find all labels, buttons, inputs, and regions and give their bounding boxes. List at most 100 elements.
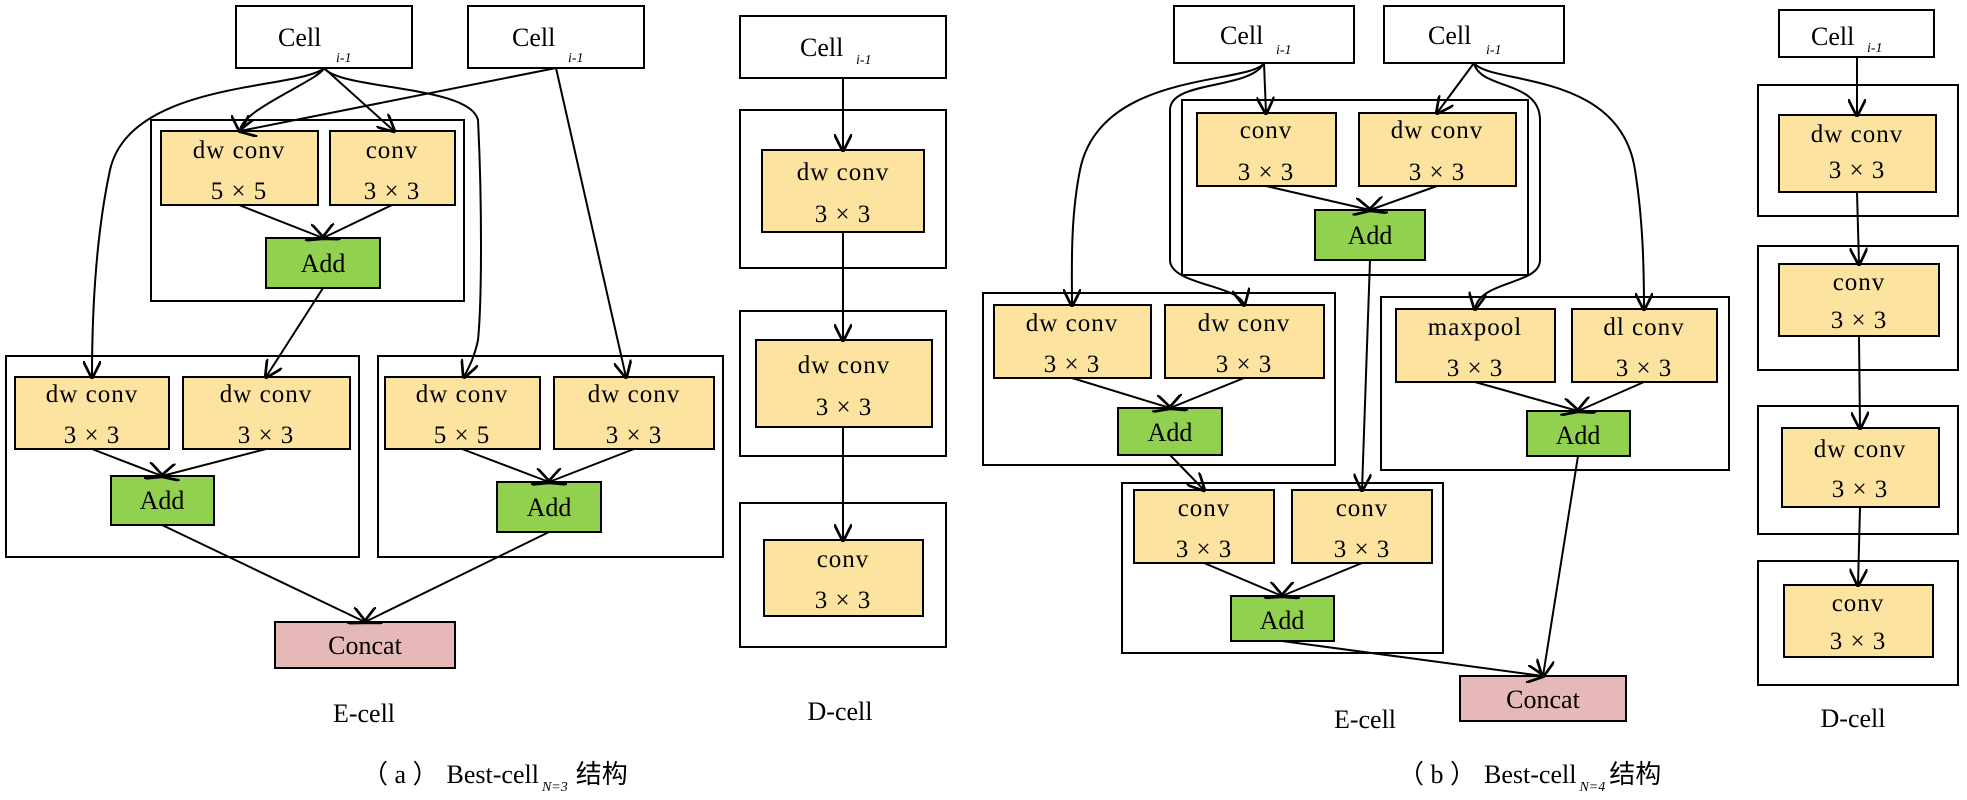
- cell-label: Cell: [1811, 22, 1854, 51]
- op-box: [1778, 263, 1940, 337]
- op-box: [384, 376, 541, 450]
- op-label: dw conv: [1391, 117, 1483, 144]
- op-label: dw conv: [193, 137, 285, 164]
- op-kernel: 3 × 3: [1830, 628, 1887, 655]
- cell-input-a1: Cell i-1: [235, 5, 413, 69]
- concat-label: Concat: [328, 631, 402, 660]
- cell-label: Cell: [278, 23, 321, 52]
- op-kernel: 3 × 3: [64, 422, 121, 449]
- op-box: [763, 539, 924, 617]
- op-box: [553, 376, 715, 450]
- op-kernel: 3 × 3: [815, 201, 872, 228]
- cell-input-b2: Cell i-1: [1383, 5, 1565, 64]
- op-box: [993, 304, 1152, 379]
- op-group: [150, 119, 465, 302]
- op-label: dw conv: [1814, 436, 1906, 463]
- cell-subscript: i-1: [1276, 43, 1292, 58]
- cell-label: Cell: [1428, 21, 1471, 50]
- concat-label: Concat: [1506, 685, 1580, 714]
- op-group: [1121, 482, 1444, 654]
- op-label: dw conv: [1811, 121, 1903, 148]
- ecell-b-label: E-cell: [1334, 705, 1396, 734]
- op-label: maxpool: [1428, 314, 1523, 341]
- op-group: [1380, 296, 1730, 471]
- op-label: dw conv: [416, 381, 508, 408]
- op-label: dw conv: [1026, 310, 1118, 337]
- op-group: [1181, 99, 1529, 276]
- op-kernel: 3 × 3: [1829, 157, 1886, 184]
- op-label: conv: [817, 546, 870, 573]
- add-label: Add: [1148, 418, 1193, 447]
- op-label: dw conv: [797, 159, 889, 186]
- ecell-b: Cell i-1 Cell i-1 conv 3 × 3 dw conv 3 ×…: [982, 5, 1730, 734]
- add-node: [110, 475, 215, 526]
- op-label: dw conv: [1198, 310, 1290, 337]
- op-box: [1291, 489, 1433, 564]
- cell-input: [739, 15, 947, 79]
- op-kernel: 3 × 3: [1238, 159, 1295, 186]
- dcell-b-label: D-cell: [1821, 704, 1886, 733]
- op-box: [755, 339, 933, 428]
- edges-ecell-a: [92, 67, 635, 622]
- ecell-a: Cell i-1 Cell i-1 dw conv 5 × 5 conv 3 ×…: [5, 5, 724, 728]
- op-kernel: 3 × 3: [364, 178, 421, 205]
- op-label: dw conv: [46, 381, 138, 408]
- op-box: [1358, 112, 1517, 187]
- op-box: [329, 130, 456, 206]
- op-group: [5, 355, 360, 558]
- op-label: dw conv: [798, 352, 890, 379]
- add-label: Add: [1260, 606, 1305, 635]
- add-label: Add: [140, 486, 185, 515]
- cell-input-a2: Cell i-1: [467, 5, 645, 69]
- cell-label: Cell: [512, 23, 555, 52]
- op-group: [982, 292, 1336, 466]
- op-group: [377, 355, 724, 558]
- op-box: [1571, 308, 1718, 383]
- op-kernel: 3 × 3: [816, 394, 873, 421]
- cell-subscript: i-1: [568, 51, 584, 66]
- op-box: [1133, 489, 1275, 564]
- op-kernel: 3 × 3: [1447, 355, 1504, 382]
- op-kernel: 3 × 3: [815, 587, 872, 614]
- op-label: conv: [1178, 495, 1231, 522]
- op-group: [1757, 405, 1959, 535]
- cell-subscript: i-1: [1486, 43, 1502, 58]
- cell-label: Cell: [800, 33, 843, 62]
- op-box: [1164, 304, 1325, 379]
- op-label: conv: [1832, 590, 1885, 617]
- op-label: conv: [1336, 495, 1389, 522]
- add-label: Add: [301, 249, 346, 278]
- op-kernel: 3 × 3: [238, 422, 295, 449]
- dcell-a: Cell i-1 dw conv 3 × 3 dw conv 3 × 3 con…: [739, 15, 947, 726]
- op-kernel: 3 × 3: [1334, 536, 1391, 563]
- op-box: [1778, 114, 1937, 193]
- op-kernel: 5 × 5: [211, 178, 268, 205]
- cell-subscript: i-1: [1867, 41, 1883, 56]
- op-label: conv: [1833, 269, 1886, 296]
- cell-subscript: i-1: [336, 51, 352, 66]
- op-label: dl conv: [1603, 314, 1684, 341]
- op-box: [1783, 584, 1934, 658]
- add-label: Add: [1348, 221, 1393, 250]
- cell-input-b1: Cell i-1: [1173, 5, 1355, 64]
- op-box: [761, 149, 925, 233]
- op-kernel: 3 × 3: [606, 422, 663, 449]
- dcell-b: Cell i-1 dw conv 3 × 3 conv 3 × 3 dw con…: [1757, 9, 1959, 733]
- op-box: [182, 376, 351, 450]
- ecell-a-label: E-cell: [333, 699, 395, 728]
- cell-subscript: i-1: [856, 53, 872, 68]
- add-label: Add: [1556, 421, 1601, 450]
- edges-dcell-b: [1857, 57, 1860, 585]
- cell-input: [1778, 9, 1935, 58]
- op-kernel: 3 × 3: [1176, 536, 1233, 563]
- add-label: Add: [527, 493, 572, 522]
- op-label: conv: [1240, 117, 1293, 144]
- op-kernel: 3 × 3: [1831, 307, 1888, 334]
- op-label: dw conv: [220, 381, 312, 408]
- op-box: [1395, 308, 1556, 383]
- op-kernel: 5 × 5: [434, 422, 491, 449]
- add-node: [496, 481, 602, 533]
- op-label: dw conv: [588, 381, 680, 408]
